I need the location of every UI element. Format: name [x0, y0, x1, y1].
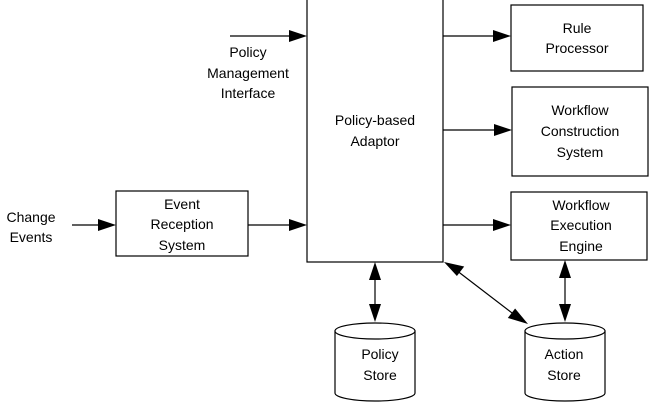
policy-management-label-line-2: Management	[207, 65, 289, 81]
policy-based-adaptor-node: Policy-based Adaptor	[306, 0, 444, 263]
change-events-label-line-2: Events	[10, 229, 53, 245]
policy-store-label-line-1: Policy	[361, 346, 398, 362]
event-reception-label-line-2: Reception	[150, 216, 213, 232]
rule-processor-label-line-2: Processor	[545, 40, 608, 56]
change-events-label-line-1: Change	[6, 209, 55, 225]
arrow-change-events-to-event-reception	[72, 219, 116, 231]
event-reception-label-line-1: Event	[164, 196, 200, 212]
rule-processor-label-line-1: Rule	[563, 20, 592, 36]
workflow-execution-label-line-2: Execution	[550, 217, 611, 233]
arrow-adaptor-to-workflow-construction	[443, 124, 512, 136]
policy-management-interface-label: Policy Management Interface	[207, 44, 289, 101]
workflow-execution-engine-node: Workflow Execution Engine	[510, 191, 648, 261]
arrow-adaptor-action-store	[444, 262, 528, 324]
policy-store-node: Policy Store	[334, 322, 416, 402]
change-events-label: Change Events	[6, 209, 55, 245]
arrow-adaptor-policy-store	[369, 262, 381, 322]
arrow-policy-management-to-adaptor	[230, 30, 307, 42]
action-store-label-line-2: Store	[547, 367, 581, 383]
event-reception-label-line-3: System	[159, 237, 206, 253]
workflow-construction-system-node: Workflow Construction System	[511, 86, 649, 177]
policy-management-label-line-3: Interface	[221, 85, 276, 101]
action-store-label-line-1: Action	[545, 346, 584, 362]
workflow-execution-label-line-3: Engine	[559, 238, 603, 254]
workflow-execution-label-line-1: Workflow	[552, 197, 610, 213]
rule-processor-node: Rule Processor	[510, 4, 644, 72]
adaptor-label-line-1: Policy-based	[335, 112, 415, 128]
arrow-adaptor-to-workflow-execution	[443, 219, 511, 231]
workflow-construction-label-line-2: Construction	[541, 123, 620, 139]
arrow-execution-engine-action-store	[559, 260, 571, 322]
policy-store-label-line-2: Store	[363, 367, 397, 383]
event-reception-system-node: Event Reception System	[115, 190, 249, 257]
arrow-event-reception-to-adaptor	[248, 219, 307, 231]
adaptor-label-line-2: Adaptor	[350, 133, 399, 149]
policy-management-label-line-1: Policy	[229, 44, 266, 60]
workflow-construction-label-line-3: System	[557, 144, 604, 160]
arrow-adaptor-to-rule-processor	[443, 30, 511, 42]
workflow-construction-label-line-1: Workflow	[551, 102, 609, 118]
action-store-node: Action Store	[524, 322, 606, 402]
